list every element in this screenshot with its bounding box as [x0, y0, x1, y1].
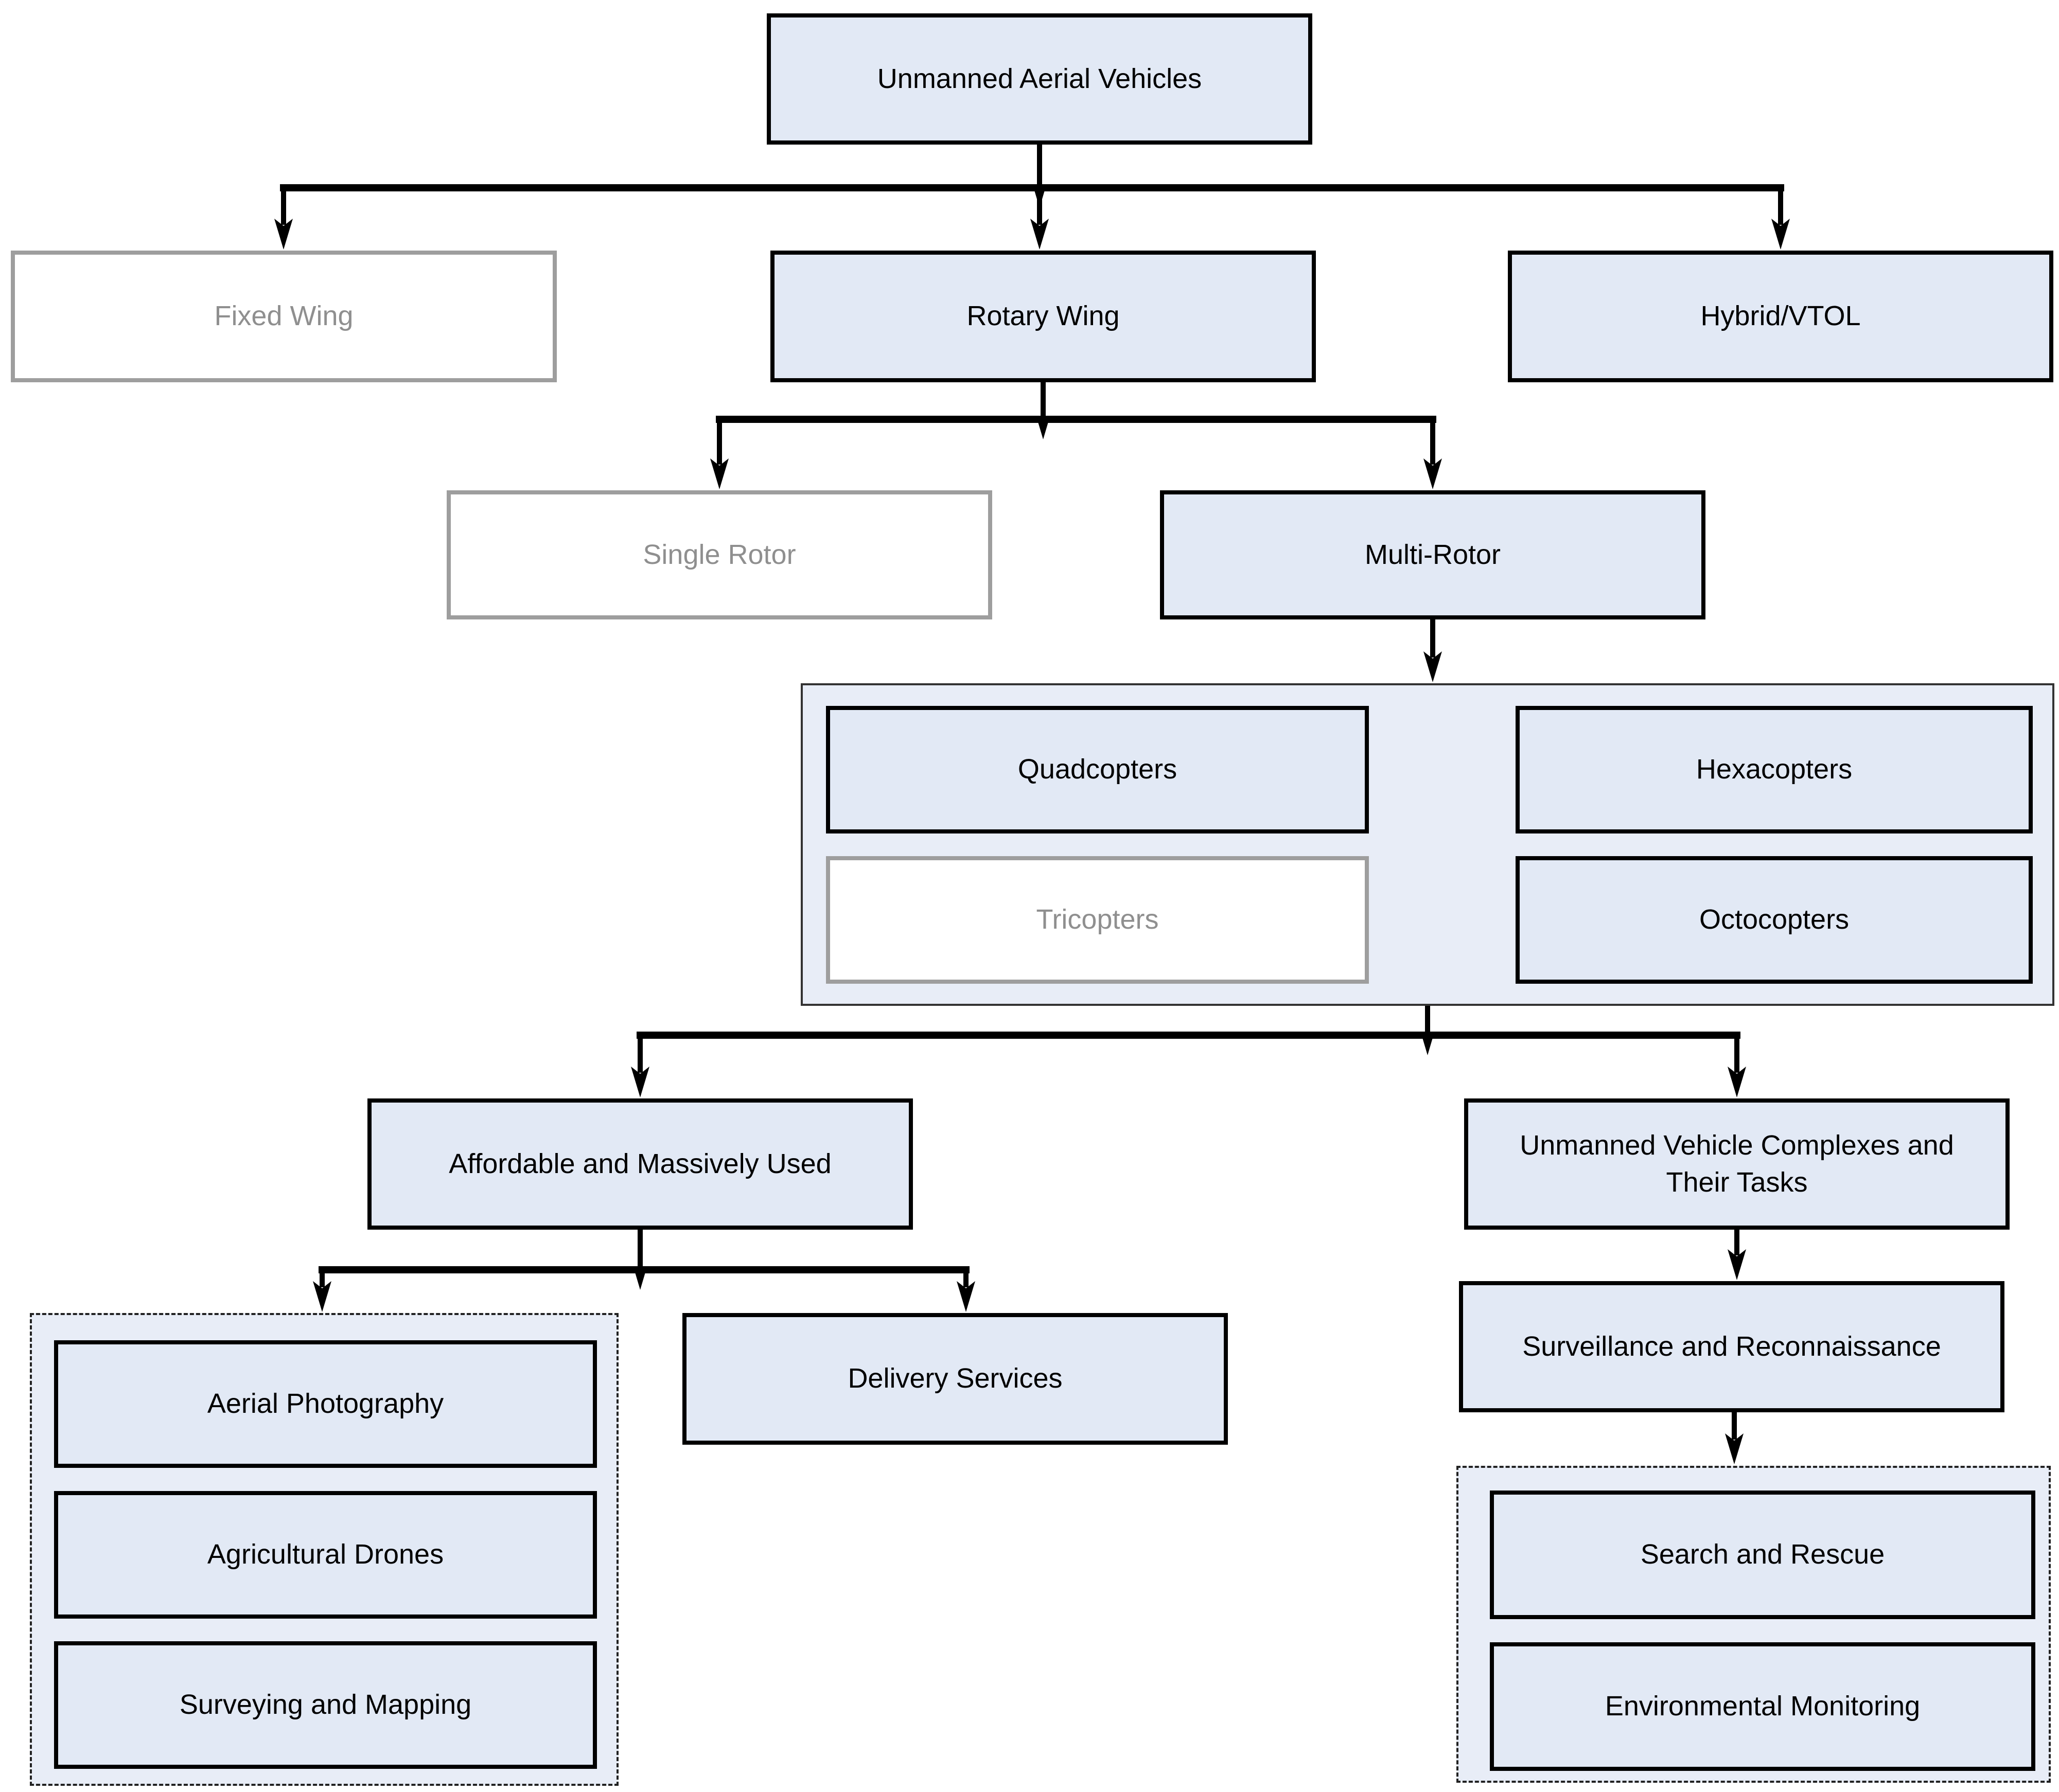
node-label: Aerial Photography: [207, 1388, 444, 1420]
arrowheads: [274, 219, 1790, 1464]
node-label: Affordable and Massively Used: [449, 1148, 832, 1179]
node-label: Multi-Rotor: [1364, 539, 1501, 570]
node-agricultural-drones: Agricultural Drones: [54, 1491, 597, 1619]
node-fixed-wing: Fixed Wing: [11, 251, 557, 382]
node-hybrid-vtol: Hybrid/VTOL: [1508, 251, 2053, 382]
node-multi-rotor: Multi-Rotor: [1160, 490, 1705, 619]
node-surveying-mapping: Surveying and Mapping: [54, 1641, 597, 1769]
node-label: Single Rotor: [643, 539, 796, 570]
node-aerial-photography: Aerial Photography: [54, 1340, 597, 1468]
node-tricopters: Tricopters: [826, 856, 1369, 984]
node-affordable-massively-used: Affordable and Massively Used: [367, 1098, 913, 1230]
node-search-and-rescue: Search and Rescue: [1490, 1491, 2035, 1619]
node-label: Tricopters: [1036, 904, 1159, 935]
node-label: Delivery Services: [848, 1363, 1063, 1394]
node-single-rotor: Single Rotor: [447, 490, 992, 619]
node-octocopters: Octocopters: [1516, 856, 2033, 984]
node-label: Environmental Monitoring: [1605, 1691, 1921, 1722]
node-delivery-services: Delivery Services: [682, 1313, 1228, 1445]
node-label: Quadcopters: [1017, 754, 1177, 785]
node-label: Surveillance and Reconnaissance: [1522, 1330, 1941, 1362]
node-label: Fixed Wing: [214, 300, 354, 332]
node-label: Surveying and Mapping: [179, 1689, 472, 1720]
node-label: Octocopters: [1699, 904, 1850, 935]
node-label: Hexacopters: [1696, 754, 1853, 785]
node-label: Rotary Wing: [966, 300, 1120, 332]
node-unmanned-aerial-vehicles: Unmanned Aerial Vehicles: [767, 13, 1312, 145]
node-quadcopters: Quadcopters: [826, 706, 1369, 833]
node-label: Unmanned Aerial Vehicles: [877, 63, 1202, 94]
node-unmanned-vehicle-complexes: Unmanned Vehicle Complexes and Their Tas…: [1464, 1098, 2010, 1230]
junction-markers: [633, 185, 1434, 1290]
node-label: Unmanned Vehicle Complexes and Their Tas…: [1520, 1130, 1954, 1198]
node-label: Search and Rescue: [1640, 1539, 1885, 1570]
node-surveillance-reconnaissance: Surveillance and Reconnaissance: [1459, 1281, 2004, 1412]
node-label: Hybrid/VTOL: [1700, 300, 1861, 332]
node-rotary-wing: Rotary Wing: [770, 251, 1316, 382]
node-label: Agricultural Drones: [207, 1539, 444, 1570]
node-environmental-monitoring: Environmental Monitoring: [1490, 1642, 2035, 1771]
node-hexacopters: Hexacopters: [1516, 706, 2033, 833]
